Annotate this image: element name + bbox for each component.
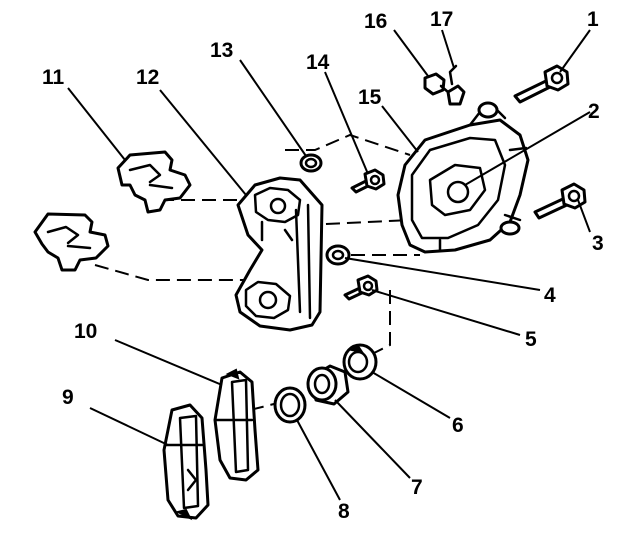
callout-15: 15 [358, 86, 382, 109]
leader-lines [67, 29, 591, 501]
callout-3: 3 [592, 232, 604, 255]
outboard-brake-pad [213, 368, 260, 482]
callout-2: 2 [588, 100, 600, 123]
callout-10: 10 [74, 320, 97, 343]
caliper-bracket [234, 176, 324, 332]
callout-labels: 1 2 3 4 5 6 7 8 9 10 11 12 13 14 15 16 1… [42, 8, 604, 523]
callout-1: 1 [587, 8, 599, 31]
piston-dust-boot [342, 343, 378, 381]
callout-11: 11 [42, 66, 65, 89]
callout-12: 12 [136, 66, 159, 89]
callout-5: 5 [525, 328, 537, 351]
guide-pin-bushing [325, 244, 351, 266]
abutment-clip-upper [116, 150, 192, 214]
caliper-bolt-upper [513, 64, 570, 104]
abutment-clip-lower [33, 212, 110, 272]
callout-8: 8 [338, 500, 350, 523]
bracket-bolt-upper [350, 168, 386, 194]
callout-7: 7 [411, 476, 423, 499]
piston-seal [273, 386, 307, 424]
caliper-piston [306, 364, 350, 406]
bleeder-cap [446, 64, 466, 106]
callout-6: 6 [452, 414, 464, 437]
callout-9: 9 [62, 386, 74, 409]
callout-14: 14 [306, 51, 330, 74]
callout-13: 13 [210, 39, 233, 62]
callout-16: 16 [364, 10, 387, 33]
bracket-bolt-lower [343, 274, 379, 301]
callout-17: 17 [430, 8, 453, 31]
caliper-housing [396, 101, 530, 254]
inboard-brake-pad [162, 403, 210, 521]
callout-4: 4 [544, 284, 556, 307]
guide-pin-boot [299, 153, 323, 173]
